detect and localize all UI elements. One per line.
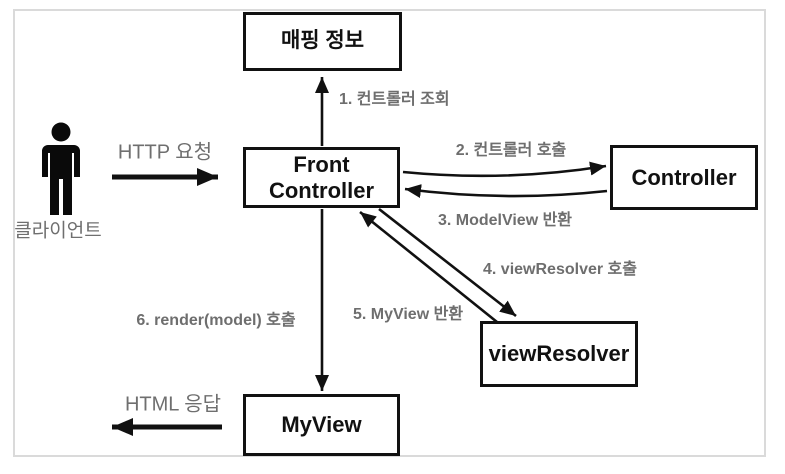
step5-label: 5. MyView 반환 [352, 306, 464, 323]
my-view-box: MyView [243, 394, 400, 456]
my-view-label: MyView [281, 412, 362, 438]
step6-label: 6. render(model) 호출 [136, 312, 296, 329]
controller-label: Controller [631, 164, 737, 190]
view-resolver-box: viewResolver [480, 321, 638, 387]
step4-call-viewresolver-arrow [378, 207, 517, 318]
step2-label: 2. 컨트롤러 호출 [455, 142, 567, 159]
diagram-frame [13, 9, 766, 457]
http-request-label: HTTP 요청 [117, 141, 213, 164]
step2-call-controller-arrow [402, 161, 607, 178]
html-response-label: HTML 응답 [124, 393, 222, 416]
step3-return-modelview-arrow [404, 184, 608, 198]
step5-return-myview-arrow [359, 210, 498, 324]
person-icon [42, 122, 80, 215]
mapping-info-box: 매핑 정보 [243, 12, 402, 71]
front-controller-box: Front Controller [243, 147, 400, 208]
controller-box: Controller [610, 145, 758, 210]
front-controller-label: Front Controller [268, 152, 375, 203]
step3-label: 3. ModelView 반환 [437, 212, 573, 229]
step4-label: 4. viewResolver 호출 [483, 261, 637, 278]
mapping-info-label: 매핑 정보 [280, 29, 365, 53]
step1-label: 1. 컨트롤러 조회 [339, 91, 450, 108]
view-resolver-label: viewResolver [488, 341, 630, 367]
client-label: 클라이언트 [14, 220, 102, 242]
